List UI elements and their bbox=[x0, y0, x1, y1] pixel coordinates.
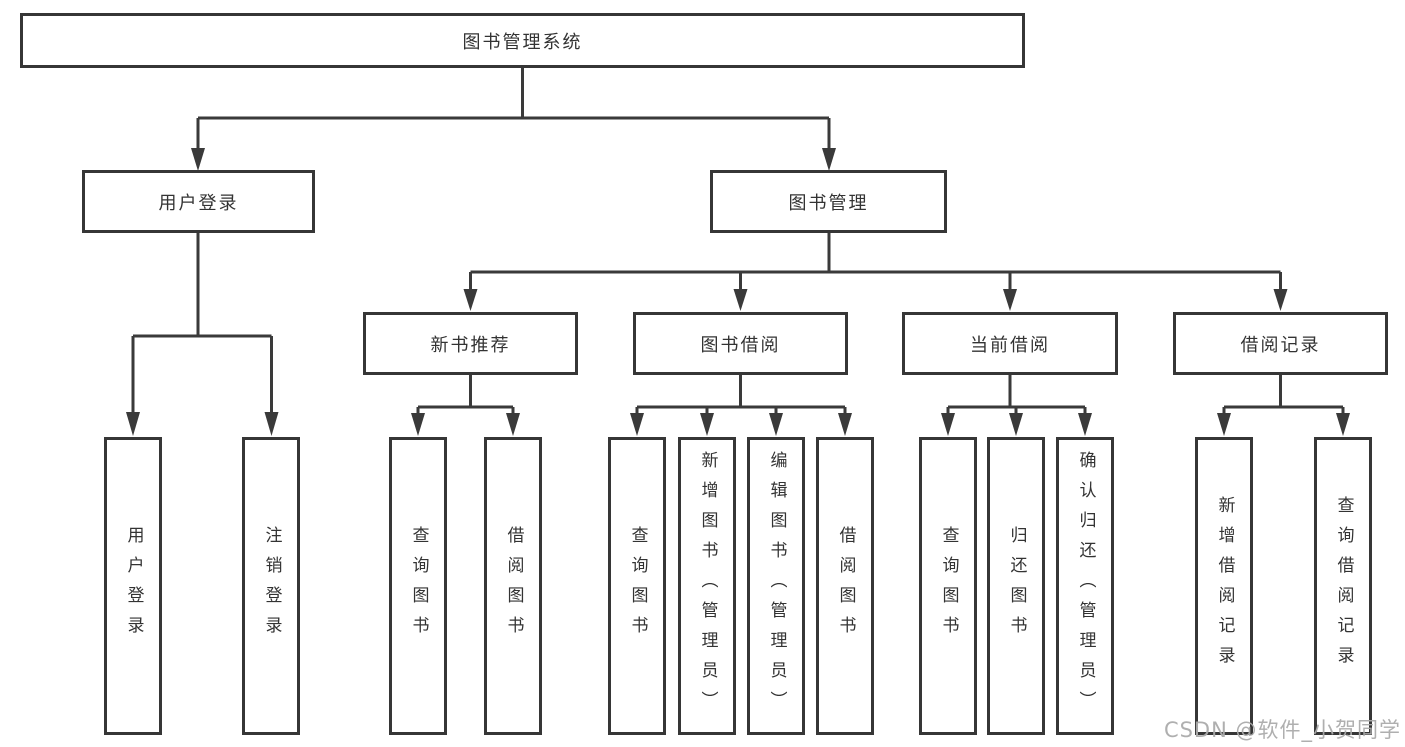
arrow-down-icon bbox=[838, 413, 852, 436]
leaf-user-login-label: 用户登录 bbox=[123, 526, 144, 646]
leaf-records-query-record: 查询借阅记录 bbox=[1314, 437, 1372, 735]
leaf-recommend-query-books-label: 查询图书 bbox=[408, 526, 429, 646]
leaf-recommend-query-books: 查询图书 bbox=[389, 437, 447, 735]
leaf-borrowing-borrow-books-label: 借阅图书 bbox=[835, 526, 856, 646]
leaf-borrowing-add-books-admin-label: 新增图书（管理员） bbox=[697, 451, 718, 721]
connector-book-management-to-level3 bbox=[463, 233, 1288, 311]
arrow-down-icon bbox=[1003, 289, 1017, 311]
connector-line bbox=[635, 375, 847, 415]
connector-new-book-recommend-to-leaves bbox=[411, 375, 520, 436]
node-book-management: 图书管理 bbox=[710, 170, 947, 233]
node-borrowing-records: 借阅记录 bbox=[1173, 312, 1388, 375]
leaf-logout: 注销登录 bbox=[242, 437, 300, 735]
csdn-watermark: CSDN @软件_小贺同学 bbox=[1163, 718, 1401, 742]
leaf-borrowing-borrow-books: 借阅图书 bbox=[816, 437, 874, 735]
arrow-down-icon bbox=[733, 289, 748, 311]
connector-line bbox=[1222, 375, 1345, 415]
node-book-borrowing: 图书借阅 bbox=[633, 312, 848, 375]
node-new-book-recommend-label: 新书推荐 bbox=[430, 334, 511, 356]
arrow-down-icon bbox=[1078, 413, 1092, 436]
arrow-down-icon bbox=[506, 413, 520, 436]
connector-current-borrowing-to-leaves bbox=[941, 375, 1092, 436]
arrow-down-icon bbox=[769, 413, 783, 436]
node-book-management-label: 图书管理 bbox=[788, 192, 869, 214]
leaf-records-add-record: 新增借阅记录 bbox=[1195, 437, 1253, 735]
connector-borrowing-records-to-leaves bbox=[1217, 375, 1350, 436]
arrow-down-icon bbox=[941, 413, 955, 436]
leaf-records-query-record-label: 查询借阅记录 bbox=[1333, 496, 1354, 676]
connector-line bbox=[946, 375, 1087, 415]
arrow-down-icon bbox=[1009, 413, 1023, 436]
arrow-down-icon bbox=[1336, 413, 1350, 436]
node-new-book-recommend: 新书推荐 bbox=[363, 312, 578, 375]
arrow-down-icon bbox=[630, 413, 644, 436]
connector-line bbox=[416, 375, 515, 415]
leaf-borrowing-query-books: 查询图书 bbox=[608, 437, 666, 735]
leaf-current-confirm-return-admin: 确认归还（管理员） bbox=[1056, 437, 1114, 735]
node-root-system: 图书管理系统 bbox=[20, 13, 1025, 68]
leaf-logout-label: 注销登录 bbox=[261, 526, 282, 646]
arrow-down-icon bbox=[822, 148, 836, 171]
node-borrowing-records-label: 借阅记录 bbox=[1240, 334, 1321, 356]
arrow-down-icon bbox=[1217, 413, 1231, 436]
connector-user-login-to-leaves bbox=[126, 233, 279, 436]
arrow-down-icon bbox=[411, 413, 425, 436]
leaf-recommend-borrow-books-label: 借阅图书 bbox=[503, 526, 524, 646]
arrow-down-icon bbox=[463, 289, 478, 311]
leaf-borrowing-edit-books-admin-label: 编辑图书（管理员） bbox=[766, 451, 787, 721]
leaf-user-login: 用户登录 bbox=[104, 437, 162, 735]
leaf-current-query-books: 查询图书 bbox=[919, 437, 977, 735]
leaf-borrowing-edit-books-admin: 编辑图书（管理员） bbox=[747, 437, 805, 735]
connector-line bbox=[196, 68, 831, 150]
connector-root-to-level2 bbox=[191, 68, 836, 171]
leaf-recommend-borrow-books: 借阅图书 bbox=[484, 437, 542, 735]
connector-line bbox=[131, 233, 273, 414]
leaf-current-return-books-label: 归还图书 bbox=[1006, 526, 1027, 646]
leaf-current-confirm-return-admin-label: 确认归还（管理员） bbox=[1075, 451, 1096, 721]
connector-line bbox=[469, 233, 1282, 291]
arrow-down-icon bbox=[264, 412, 279, 436]
node-book-borrowing-label: 图书借阅 bbox=[700, 334, 781, 356]
arrow-down-icon bbox=[126, 412, 140, 436]
leaf-records-add-record-label: 新增借阅记录 bbox=[1214, 496, 1235, 676]
leaf-borrowing-add-books-admin: 新增图书（管理员） bbox=[678, 437, 736, 735]
arrow-down-icon bbox=[1273, 289, 1288, 311]
arrow-down-icon bbox=[700, 413, 714, 436]
node-root-label: 图书管理系统 bbox=[462, 31, 583, 53]
leaf-current-return-books: 归还图书 bbox=[987, 437, 1045, 735]
node-current-borrowing-label: 当前借阅 bbox=[970, 334, 1050, 356]
leaf-current-query-books-label: 查询图书 bbox=[938, 526, 959, 646]
node-user-login-label: 用户登录 bbox=[158, 192, 239, 214]
leaf-borrowing-query-books-label: 查询图书 bbox=[627, 526, 648, 646]
node-current-borrowing: 当前借阅 bbox=[902, 312, 1118, 375]
connector-book-borrowing-to-leaves bbox=[630, 375, 852, 436]
arrow-down-icon bbox=[191, 148, 205, 171]
node-user-login: 用户登录 bbox=[82, 170, 315, 233]
